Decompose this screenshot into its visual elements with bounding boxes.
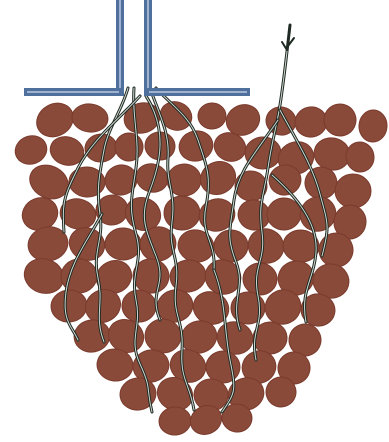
twig-icon	[282, 25, 294, 50]
soil-particle-70	[144, 318, 182, 354]
water-pipes	[28, 0, 294, 92]
soil-particle-78	[206, 351, 241, 384]
soil-particle-5	[198, 103, 227, 130]
soil-particle-86	[158, 406, 192, 437]
soil-particle-57	[242, 262, 277, 295]
soil-particle-11	[11, 131, 51, 168]
soil-particle-10	[358, 109, 388, 142]
soil-particle-25	[132, 160, 171, 197]
soil-particle-21	[344, 140, 377, 174]
soil-particle-9	[319, 99, 362, 142]
soil-particle-43	[64, 222, 110, 266]
soil-particle-31	[335, 174, 371, 208]
soil-particle-36	[163, 194, 202, 231]
soil-particle-2	[70, 102, 109, 134]
soil-particle-60	[49, 288, 89, 324]
